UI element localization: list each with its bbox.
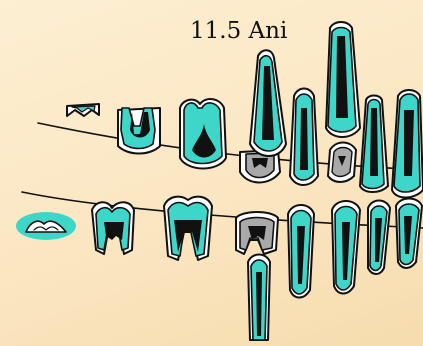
lower-first-molar [164, 197, 212, 260]
lower-third-molar-bud [16, 212, 76, 240]
upper-first-molar [180, 99, 226, 168]
upper-lateral-incisor [360, 96, 388, 193]
lower-lateral-incisor [368, 201, 390, 275]
lower-canine [288, 205, 314, 298]
upper-premolar [290, 89, 318, 186]
upper-second-molar [118, 108, 160, 154]
lower-jaw-line [22, 192, 423, 228]
upper-central-incisor [392, 90, 423, 198]
upper-permanent-canine [326, 22, 360, 137]
upper-third-molar-bud [67, 104, 99, 116]
lower-second-molar [92, 202, 134, 254]
lower-premolar [332, 201, 360, 294]
upper-primary-canine [328, 143, 356, 183]
lower-primary-molar [236, 212, 278, 254]
lower-developing-premolar [248, 255, 270, 341]
upper-canine [250, 50, 286, 156]
lower-central-incisor [396, 199, 422, 269]
